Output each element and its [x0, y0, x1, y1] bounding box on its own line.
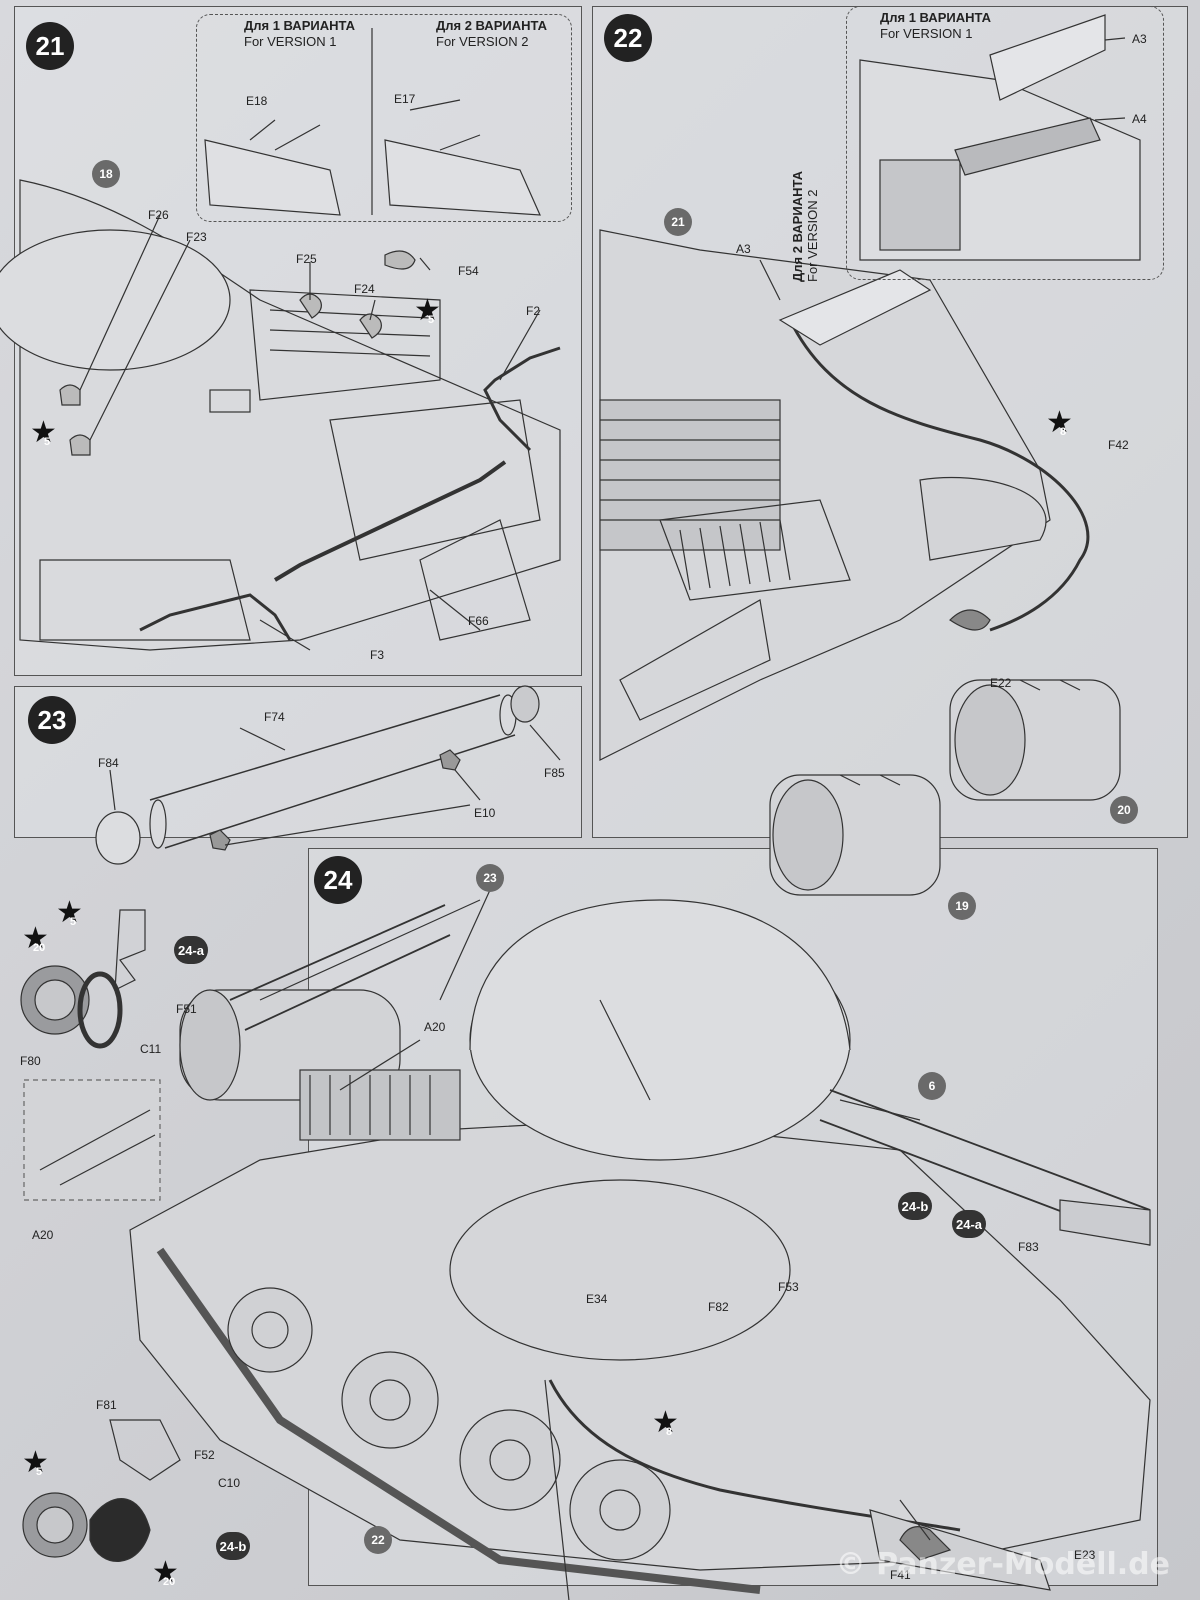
part-f2: F2: [526, 304, 541, 318]
step-23-number: 23: [28, 696, 76, 744]
sub-step-24a-callout: 24-a: [952, 1210, 986, 1238]
step-24-number: 24: [314, 856, 362, 904]
part-a4: A4: [1132, 112, 1147, 126]
paint-ref-star-20-a: ★20: [22, 924, 52, 955]
step-22-version-2-en: For VERSION 2: [805, 189, 820, 282]
paint-ref-8-b-label: 8: [666, 1426, 673, 1438]
part-f42: F42: [1108, 438, 1129, 452]
step-21-version-2-label: Для 2 ВАРИАНТА For VERSION 2: [436, 18, 547, 50]
paint-ref-star-5-c: ★5: [56, 898, 86, 929]
step-22-version-2-label: Для 2 ВАРИАНТА For VERSION 2: [790, 171, 820, 282]
paint-ref-8-a-label: 8: [1060, 426, 1067, 438]
part-a3-inset: A3: [1132, 32, 1147, 46]
paint-ref-5-c-label: 5: [70, 916, 77, 928]
sub-step-24b-tag: 24-b: [216, 1532, 250, 1560]
paint-ref-star-5-b: ★5: [30, 418, 60, 449]
paint-ref-20-a-label: 20: [33, 942, 46, 954]
part-f80: F80: [20, 1054, 41, 1068]
part-c11: C11: [140, 1042, 162, 1056]
part-e17: E17: [394, 92, 416, 106]
part-e34: E34: [586, 1292, 608, 1306]
step-22-version-2-ru: Для 2 ВАРИАНТА: [790, 171, 805, 282]
part-e22: E22: [990, 676, 1012, 690]
paint-ref-5-a-label: 5: [428, 314, 435, 326]
part-f51: F51: [176, 1002, 197, 1016]
part-f81: F81: [96, 1398, 117, 1412]
part-e18: E18: [246, 94, 268, 108]
ref-step-19: 19: [948, 892, 976, 920]
step-22-version-1-label: Для 1 ВАРИАНТА For VERSION 1: [880, 10, 991, 42]
part-f26: F26: [148, 208, 169, 222]
step-22-version-1-en: For VERSION 1: [880, 26, 973, 41]
step-21-version-1-label: Для 1 ВАРИАНТА For VERSION 1: [244, 18, 355, 50]
version-1-ru: Для 1 ВАРИАНТА: [244, 18, 355, 33]
step-21-number: 21: [26, 22, 74, 70]
sub-step-24b-callout: 24-b: [898, 1192, 932, 1220]
part-e23: E23: [1074, 1548, 1096, 1562]
part-a20-inset: A20: [32, 1228, 54, 1242]
part-f83: F83: [1018, 1240, 1039, 1254]
ref-step-21: 21: [664, 208, 692, 236]
part-a20: A20: [424, 1020, 446, 1034]
step-21-variant-inset: [196, 14, 572, 222]
paint-ref-star-5-a: ★5: [414, 296, 444, 327]
paint-ref-5-b-label: 5: [44, 436, 51, 448]
paint-ref-star-8-b: ★8: [652, 1408, 682, 1439]
part-f85: F85: [544, 766, 565, 780]
part-a3: A3: [736, 242, 751, 256]
sub-step-24a-tag: 24-a: [174, 936, 208, 964]
part-c10: C10: [218, 1476, 241, 1490]
paint-ref-20-b-label: 20: [163, 1576, 176, 1588]
step-22-version-1-ru: Для 1 ВАРИАНТА: [880, 10, 991, 25]
ref-step-23: 23: [476, 864, 504, 892]
paint-ref-star-20-b: ★20: [152, 1558, 182, 1589]
version-2-ru: Для 2 ВАРИАНТА: [436, 18, 547, 33]
part-e10: E10: [474, 806, 496, 820]
part-f3: F3: [370, 648, 385, 662]
ref-step-6: 6: [918, 1072, 946, 1100]
part-f53: F53: [778, 1280, 799, 1294]
part-f54: F54: [458, 264, 479, 278]
version-1-en: For VERSION 1: [244, 34, 337, 49]
step-23-panel: [14, 686, 582, 838]
part-f74: F74: [264, 710, 285, 724]
ref-step-22: 22: [364, 1526, 392, 1554]
part-f84: F84: [98, 756, 119, 770]
part-f66: F66: [468, 614, 489, 628]
ref-step-20: 20: [1110, 796, 1138, 824]
part-f52: F52: [194, 1448, 215, 1462]
part-f25: F25: [296, 252, 317, 266]
part-f24: F24: [354, 282, 375, 296]
ref-step-18: 18: [92, 160, 120, 188]
paint-ref-star-5-d: ★5: [22, 1448, 52, 1479]
paint-ref-star-8-a: ★8: [1046, 408, 1076, 439]
paint-ref-5-d-label: 5: [36, 1466, 43, 1478]
part-f41: F41: [890, 1568, 911, 1582]
step-22-variant-inset: [846, 6, 1164, 280]
version-2-en: For VERSION 2: [436, 34, 529, 49]
part-f23: F23: [186, 230, 207, 244]
watermark: © Panzer-Modell.de: [835, 1547, 1170, 1582]
step-22-number: 22: [604, 14, 652, 62]
part-f82: F82: [708, 1300, 729, 1314]
